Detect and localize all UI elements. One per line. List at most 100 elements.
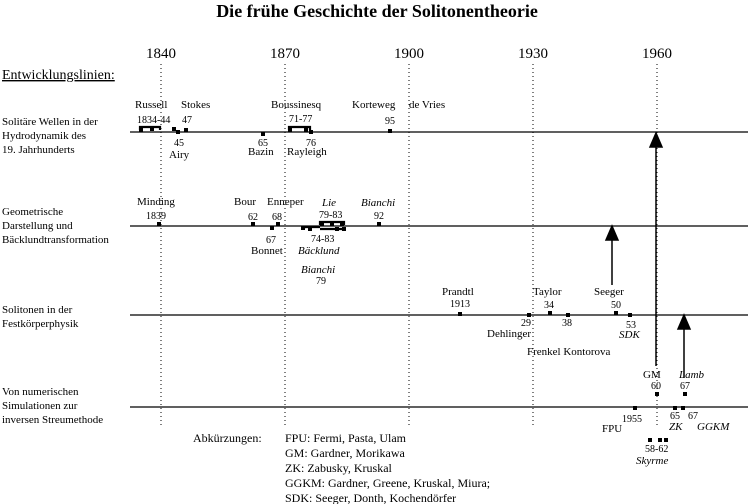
year-guides <box>160 64 658 425</box>
lane-label-line: Solitonen in der <box>2 304 73 316</box>
event-marker <box>614 311 618 315</box>
lane-label-line: Festkörperphysik <box>2 318 79 330</box>
year-label: 1840 <box>146 46 176 62</box>
event-label: 34 <box>544 300 554 311</box>
event-label: Airy <box>169 149 190 161</box>
event-label: GM <box>643 369 661 381</box>
event-label: Frenkel Kontorova <box>527 346 611 358</box>
range-bracket <box>138 125 162 130</box>
event-label: 67 <box>680 381 690 392</box>
event-label: Rayleigh <box>287 146 327 158</box>
event-label: FPU <box>602 423 622 435</box>
event-marker <box>633 406 637 410</box>
event-label: 65 <box>258 138 268 149</box>
event-label: 1839 <box>146 211 166 222</box>
arrow-head <box>648 131 664 148</box>
event-label: 58-62 <box>645 444 668 455</box>
abbreviation-line: ZK: Zabusky, Kruskal <box>285 461 393 475</box>
event-label: Stokes <box>181 99 210 111</box>
event-marker <box>664 438 668 442</box>
lane-label-solid-state: Solitonen in der Festkörperphysik <box>2 304 79 330</box>
event-label: Bonnet <box>251 245 283 257</box>
event-label: 67 <box>266 235 276 246</box>
event-label: Minding <box>137 196 175 208</box>
event-marker <box>673 406 677 410</box>
event-label: 79-83 <box>319 210 342 221</box>
event-label: 65 <box>670 411 680 422</box>
event-label: Bianchi <box>361 197 395 209</box>
event-marker <box>683 392 687 396</box>
lane-label-line: Hydrodynamik des <box>2 130 86 142</box>
event-marker <box>658 438 662 442</box>
lane-label-hydrodynamics: Solitäre Wellen in der Hydrodynamik des … <box>2 116 98 156</box>
lane-label-line: Geometrische <box>2 206 63 218</box>
event-label: 29 <box>521 318 531 329</box>
event-label: 74-83 <box>311 234 334 245</box>
lane-label-line: Bäcklundtransformation <box>2 234 109 246</box>
event-label: Lie <box>321 197 336 209</box>
event-label: GGKM <box>697 421 730 433</box>
event-label: Dehlinger <box>487 328 531 340</box>
event-label: 95 <box>385 116 395 127</box>
year-label: 1900 <box>394 46 424 62</box>
event-marker <box>566 313 570 317</box>
diagram-title: Die frühe Geschichte der Solitonentheori… <box>216 1 538 21</box>
event-label: 50 <box>611 300 621 311</box>
year-label: 1960 <box>642 46 672 62</box>
year-label: 1930 <box>518 46 548 62</box>
event-label: 53 <box>626 320 636 331</box>
event-marker <box>681 406 685 410</box>
event-marker <box>172 127 176 131</box>
event-marker <box>276 222 280 226</box>
event-marker <box>309 130 313 134</box>
lane-label-numerics: Von numerischen Simulationen zur inverse… <box>2 386 103 426</box>
event-marker <box>655 392 659 396</box>
arrow-head <box>604 224 620 241</box>
event-label: 79 <box>316 276 326 287</box>
lane-label-line: 19. Jahrhunderts <box>2 144 75 156</box>
range-bracket <box>287 125 312 130</box>
event-marker <box>648 438 652 442</box>
event-label: Korteweg <box>352 99 396 111</box>
event-label: Bazin <box>248 146 274 158</box>
lane-label-line: Simulationen zur <box>2 400 78 412</box>
event-label: 60 <box>651 381 661 392</box>
event-label: 67 <box>688 411 698 422</box>
event-label: Lamb <box>678 369 705 381</box>
event-marker <box>157 222 161 226</box>
year-label: 1870 <box>270 46 300 62</box>
lines-heading: Entwicklungslinien: <box>2 68 115 83</box>
range-bracket <box>302 225 320 229</box>
abbreviation-line: GGKM: Gardner, Greene, Kruskal, Miura; <box>285 476 490 490</box>
event-label: ZK <box>669 421 683 433</box>
event-label: 1955 <box>622 414 642 425</box>
event-label: Bäcklund <box>298 245 340 257</box>
event-label: Prandtl <box>442 286 474 298</box>
abbreviations-heading: Abkürzungen: <box>193 431 262 445</box>
event-label: 47 <box>182 115 192 126</box>
abbreviation-line: SDK: Seeger, Donth, Kochendörfer <box>285 491 456 504</box>
event-label: 1913 <box>450 299 470 310</box>
event-marker <box>548 311 552 315</box>
lane-label-line: inversen Streumethode <box>2 414 103 426</box>
event-marker <box>330 222 334 226</box>
event-label: Russell <box>135 99 167 111</box>
abbreviation-line: FPU: Fermi, Pasta, Ulam <box>285 431 407 445</box>
event-label: 68 <box>272 212 282 223</box>
lane-label-line: Solitäre Wellen in der <box>2 116 98 128</box>
event-marker <box>304 128 308 132</box>
event-marker <box>527 313 531 317</box>
event-label: Skyrme <box>636 455 668 467</box>
lane-lines <box>130 131 748 408</box>
event-marker <box>377 222 381 226</box>
range-brackets <box>138 125 346 231</box>
event-marker <box>340 222 344 226</box>
lane-label-line: Darstellung und <box>2 220 73 232</box>
event-marker <box>458 312 462 316</box>
event-marker <box>176 130 180 134</box>
event-marker <box>184 128 188 132</box>
event-label: Taylor <box>533 286 562 298</box>
event-marker <box>261 132 265 136</box>
